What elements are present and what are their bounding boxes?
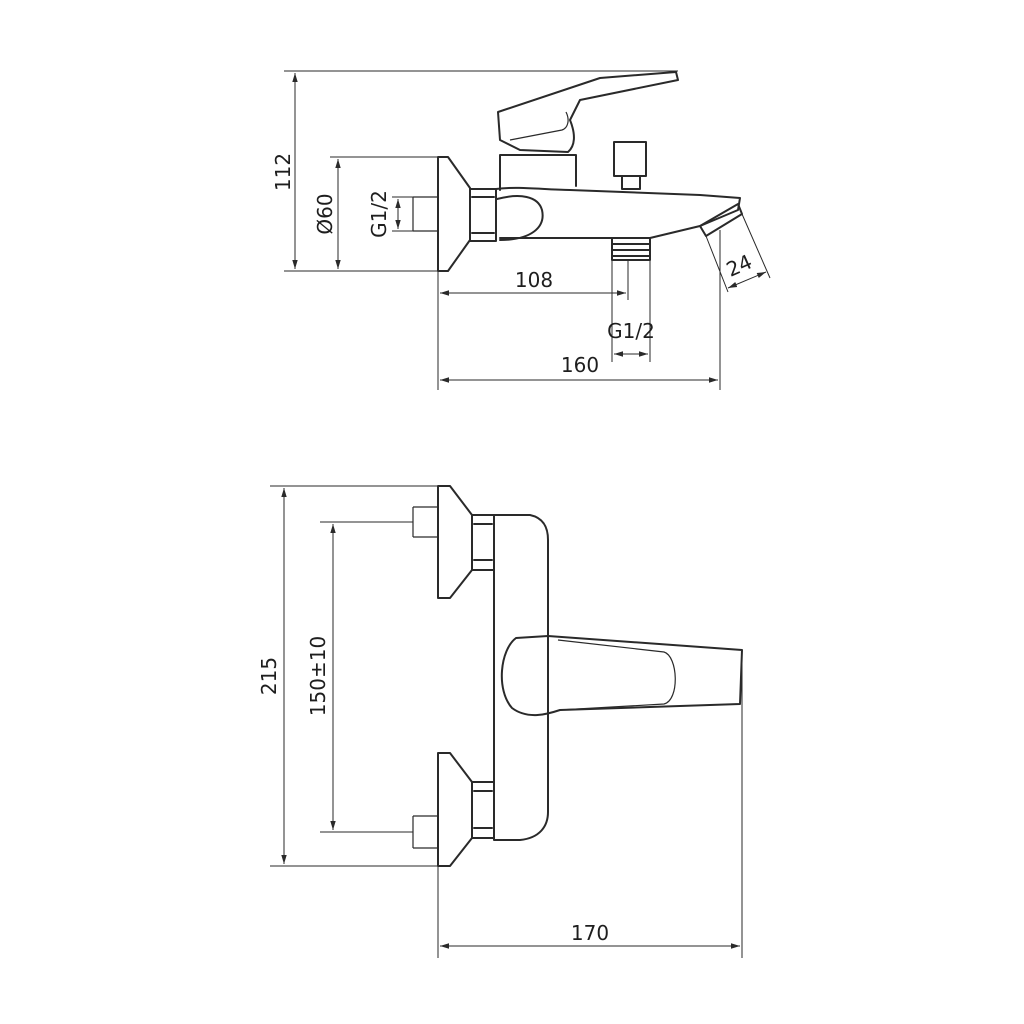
lower-inlet-nut xyxy=(471,781,495,839)
inlet-pipe xyxy=(412,196,438,232)
top-view: 215 150±10 170 xyxy=(257,485,743,958)
upper-inlet-pipe xyxy=(412,506,438,538)
mixer-body xyxy=(495,186,741,239)
label-170: 170 xyxy=(571,921,609,945)
dim-line-24 xyxy=(727,271,767,289)
label-g12-outlet: G1/2 xyxy=(607,319,655,343)
label-g12-inlet: G1/2 xyxy=(367,190,391,238)
outlet-thread xyxy=(611,237,651,261)
label-108: 108 xyxy=(515,268,553,292)
label-160: 160 xyxy=(561,353,599,377)
body-shell xyxy=(496,195,544,241)
inlet-nut xyxy=(469,188,497,242)
mixer-body-top xyxy=(493,514,549,841)
label-215: 215 xyxy=(257,657,281,695)
upper-wall-flange xyxy=(437,485,473,599)
label-d60: Ø60 xyxy=(313,193,337,234)
cartridge-housing xyxy=(499,154,577,191)
spout-nozzle xyxy=(699,203,743,237)
lever-handle xyxy=(497,71,679,153)
wall-flange xyxy=(437,156,471,272)
label-150: 150±10 xyxy=(306,636,330,716)
diverter-knob xyxy=(613,141,647,190)
lower-wall-flange xyxy=(437,752,473,867)
lever-handle-top xyxy=(500,635,743,716)
label-112: 112 xyxy=(271,153,295,191)
upper-inlet-nut xyxy=(471,514,495,571)
lever-contour xyxy=(509,111,569,141)
label-24: 24 xyxy=(723,249,756,281)
side-view: 112 Ø60 G1/2 108 G1/2 160 24 xyxy=(271,70,771,390)
lever-contour-top xyxy=(557,639,676,711)
lower-inlet-pipe xyxy=(412,815,438,849)
